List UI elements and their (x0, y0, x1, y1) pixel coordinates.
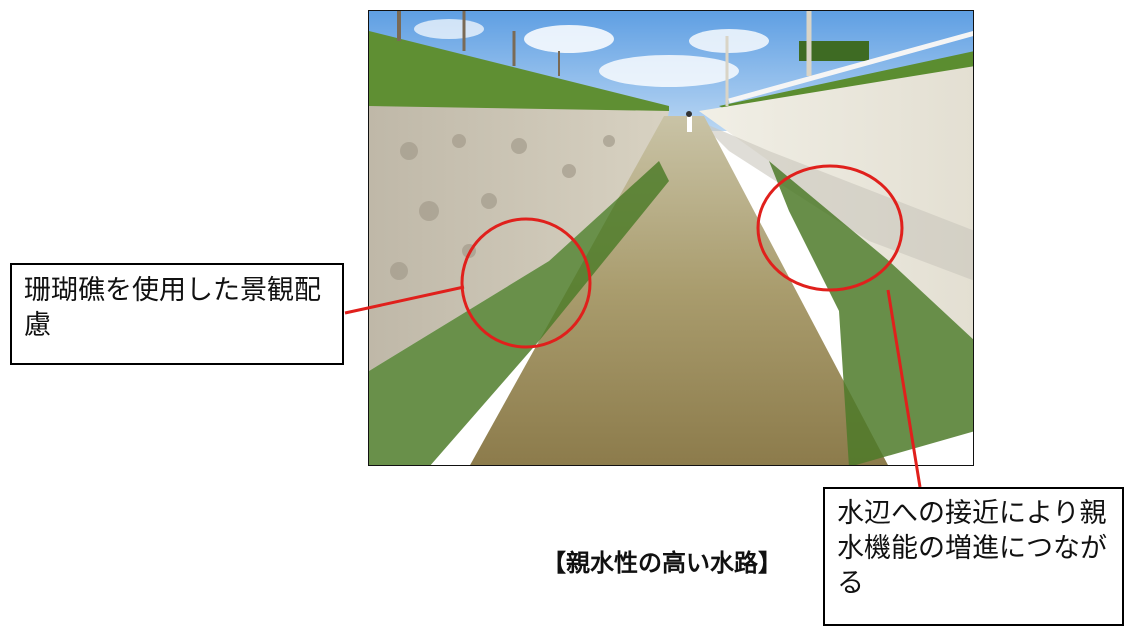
channel-photo (368, 10, 974, 466)
landscape-callout: 珊瑚礁を使用した景観配慮 (10, 263, 344, 365)
landscape-callout-text: 珊瑚礁を使用した景観配慮 (24, 275, 321, 342)
photo-caption: 【親水性の高い水路】 (542, 549, 782, 577)
water-access-callout-text: 水辺への接近により親水機能の増進につながる (837, 498, 1107, 600)
water-access-callout: 水辺への接近により親水機能の増進につながる (823, 487, 1124, 626)
